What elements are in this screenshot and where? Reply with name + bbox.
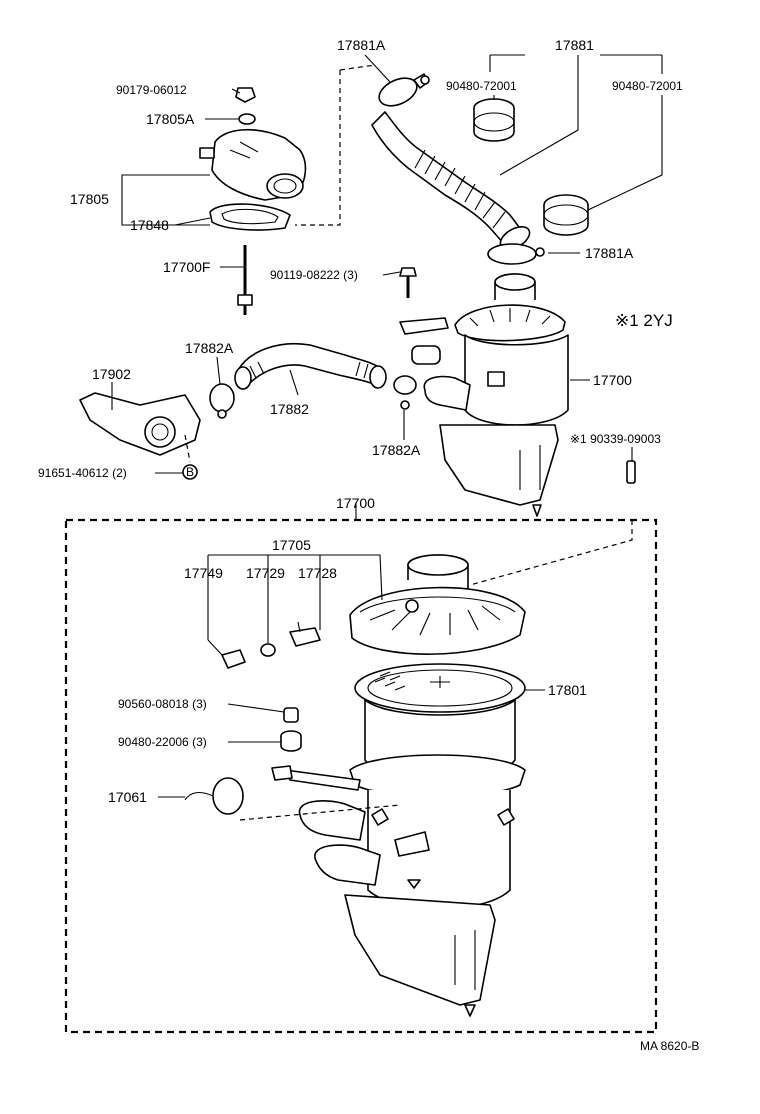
label-17729: 17729 (246, 565, 285, 581)
air-cleaner-assembly-top-view (399, 273, 569, 517)
label-17061: 17061 (108, 789, 147, 805)
gasket-17848 (209, 203, 291, 231)
label-90480-72001-b: 90480-72001 (612, 79, 683, 93)
label-91651-40612: 91651-40612 (2) (38, 466, 127, 480)
label-17882a-top: 17882A (185, 340, 234, 356)
label-90179-06012: 90179-06012 (116, 83, 187, 97)
bracket-17902 (79, 392, 201, 456)
hose-17882 (234, 342, 387, 390)
hose-clamp-17882a-right (393, 375, 417, 410)
washer-17805a (238, 113, 256, 125)
label-17700-right: 17700 (593, 372, 632, 388)
ref-mark-b-circle (182, 464, 198, 480)
leader-lines (111, 54, 663, 798)
hose-clamp-17881a-upper (378, 73, 430, 107)
label-90480-22006: 90480-22006 (3) (118, 735, 207, 749)
stud-17700f (237, 245, 253, 315)
air-cleaner-body (271, 699, 526, 1017)
label-17728: 17728 (298, 565, 337, 581)
label-17705: 17705 (272, 537, 311, 553)
label-17749: 17749 (184, 565, 223, 581)
note-2yj: ※1 2YJ (615, 311, 673, 330)
label-17848: 17848 (130, 217, 169, 233)
label-17882: 17882 (270, 401, 309, 417)
label-90339-09003: ※1 90339-09003 (570, 432, 661, 446)
dashed-guide-resonator (295, 70, 341, 226)
label-17700-assembly: 17700 (336, 495, 375, 511)
grommet-90480-22006 (280, 730, 302, 752)
label-17700f: 17700F (163, 259, 210, 275)
valve-17061 (184, 777, 244, 815)
label-17881a-right: 17881A (585, 245, 634, 261)
bolt-90119-08222 (399, 267, 417, 298)
filter-element-17801 (354, 663, 526, 713)
label-17902: 17902 (92, 366, 131, 382)
dashed-guide-17881a (339, 64, 376, 71)
label-17801: 17801 (548, 682, 587, 698)
drawing-code: MA 8620-B (640, 1039, 699, 1053)
label-90560-08018: 90560-08018 (3) (118, 697, 207, 711)
ref-mark-b: B (186, 465, 194, 479)
plug-90339-09003 (626, 460, 636, 484)
label-90480-72001-a: 90480-72001 (446, 79, 517, 93)
intake-resonator-17805 (199, 128, 307, 201)
dashed-guide-plug (469, 520, 633, 586)
label-17881: 17881 (555, 37, 594, 53)
grommet-90480-72001-a (473, 98, 515, 142)
lid-17705 (349, 554, 526, 655)
assembly-17700-boundary (64, 518, 658, 1034)
label-90119-08222: 90119-08222 (3) (270, 268, 358, 282)
clip-17749 (221, 649, 246, 669)
grommet-90480-72001-b (543, 194, 589, 236)
bushing-90560-08018 (283, 707, 299, 723)
dashed-guide-b (184, 434, 191, 463)
label-17882a-bottom: 17882A (372, 442, 421, 458)
hose-clamp-17882a-left (209, 383, 235, 419)
label-17805: 17805 (70, 191, 109, 207)
label-17805a: 17805A (146, 111, 195, 127)
gasket-17729 (260, 643, 276, 657)
hose-clamp-17881a-lower (487, 243, 545, 265)
sensor-17728 (289, 621, 321, 647)
label-17881a-top: 17881A (337, 37, 386, 53)
nut-90179-06012 (235, 87, 256, 103)
